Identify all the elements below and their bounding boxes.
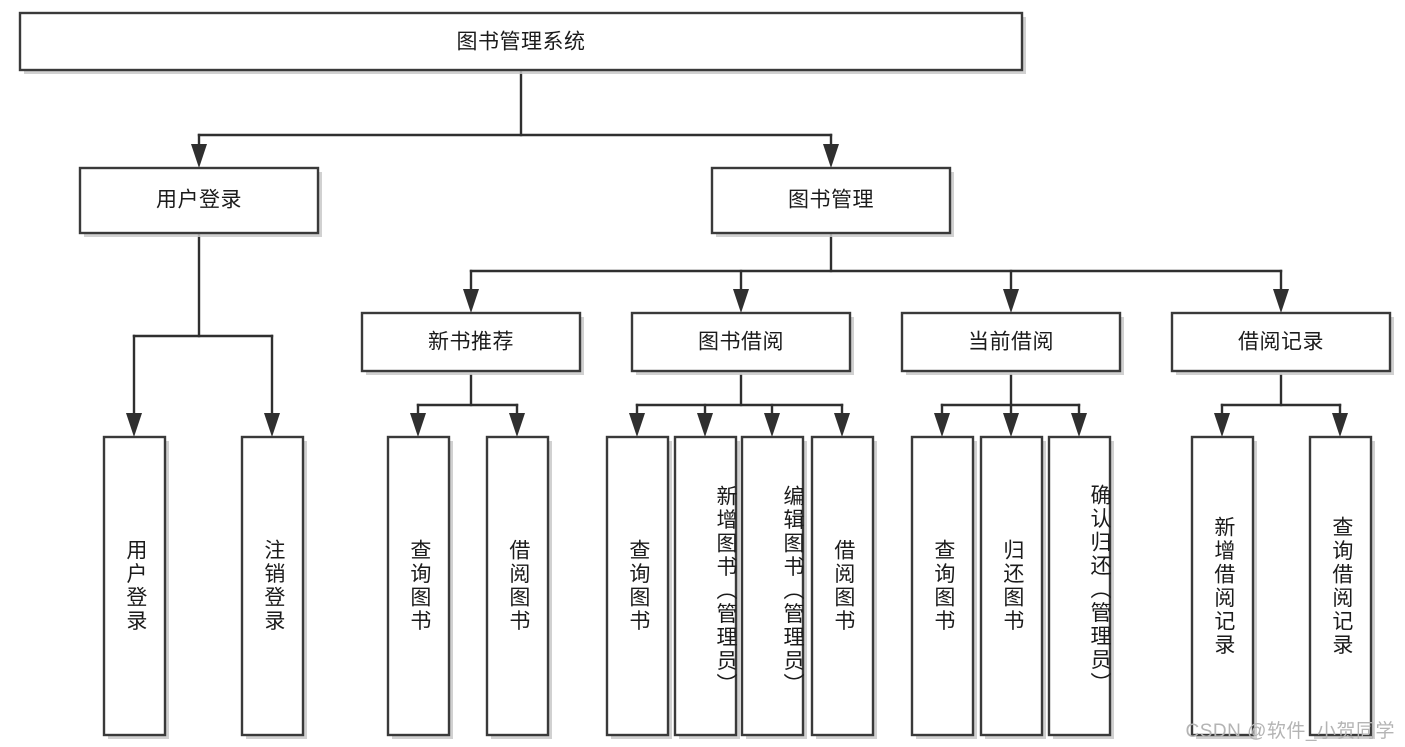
node-leaf12-label: 新增借阅记录 (1211, 515, 1235, 657)
node-leaf11-box[interactable] (1047, 435, 1112, 737)
connector-group-root (191, 68, 839, 168)
node-login-label: 用户登录 (156, 189, 242, 212)
node-leaf8-label: 借阅图书 (831, 539, 855, 633)
connector-group-records (1214, 373, 1348, 437)
connector-group-borrow (629, 373, 850, 437)
leaf-boxes-layer (102, 435, 1375, 739)
node-leaf2-label: 注销登录 (261, 539, 285, 633)
node-leaf13-box[interactable] (1308, 435, 1373, 737)
node-leaf5-label: 查询图书 (626, 539, 650, 633)
node-root-label: 图书管理系统 (457, 31, 586, 54)
node-leaf7-box[interactable] (740, 435, 805, 737)
node-leaf3-label: 查询图书 (407, 539, 431, 633)
node-bookmgmt[interactable]: 图书管理 (710, 166, 954, 237)
node-leaf1-box[interactable] (102, 435, 167, 737)
node-leaf9-label: 查询图书 (931, 539, 955, 633)
node-leaf1-label: 用户登录 (123, 539, 147, 633)
node-current[interactable]: 当前借阅 (900, 311, 1124, 375)
node-records[interactable]: 借阅记录 (1170, 311, 1394, 375)
node-leaf5-box[interactable] (605, 435, 670, 737)
node-leaf7-label: 编辑图书（管理员） (781, 485, 804, 697)
node-leaf10-box[interactable] (979, 435, 1044, 737)
node-leaf8-box[interactable] (810, 435, 875, 737)
node-borrow-label: 图书借阅 (698, 331, 784, 354)
node-leaf2-box[interactable] (240, 435, 305, 737)
node-newbook-label: 新书推荐 (428, 331, 514, 354)
node-leaf13-label: 查询借阅记录 (1329, 515, 1353, 657)
node-login[interactable]: 用户登录 (78, 166, 322, 237)
node-leaf6-label: 新增图书（管理员） (714, 485, 737, 697)
node-records-label: 借阅记录 (1238, 331, 1324, 354)
node-leaf11-label: 确认归还（管理员） (1088, 484, 1111, 696)
node-leaf12-box[interactable] (1190, 435, 1255, 737)
node-leaf6-box[interactable] (673, 435, 738, 737)
connector-group-bookmgmt (463, 231, 1289, 313)
node-leaf4-box[interactable] (485, 435, 550, 737)
connector-group-newbook (410, 373, 525, 437)
node-bookmgmt-label: 图书管理 (788, 189, 874, 212)
node-leaf4-label: 借阅图书 (506, 539, 530, 633)
node-newbook[interactable]: 新书推荐 (360, 311, 584, 375)
node-borrow[interactable]: 图书借阅 (630, 311, 854, 375)
connector-group-login (126, 231, 280, 437)
node-leaf10-label: 归还图书 (1000, 539, 1024, 633)
connector-group-current (934, 373, 1087, 437)
node-leaf9-box[interactable] (910, 435, 975, 737)
node-root[interactable]: 图书管理系统 (18, 11, 1026, 74)
node-leaf3-box[interactable] (386, 435, 451, 737)
node-current-label: 当前借阅 (968, 331, 1054, 354)
